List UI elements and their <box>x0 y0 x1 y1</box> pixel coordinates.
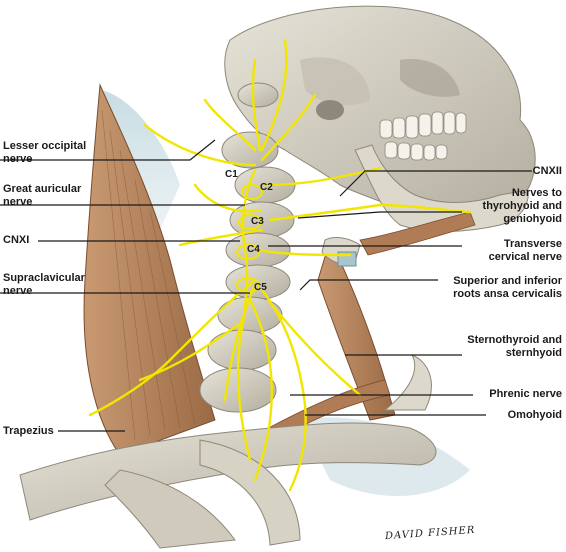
skull-orbit <box>400 59 460 97</box>
label-line: Lesser occipital <box>3 140 87 152</box>
leader-cnxii <box>339 170 532 197</box>
label-line: nerve <box>3 153 33 165</box>
scapula-acromion <box>104 469 236 549</box>
label-cnxi: CNXI <box>3 234 29 247</box>
label-line: thyrohyoid and <box>482 200 562 212</box>
label-lesser-occipital-nerve: Lesser occipital nerve <box>3 140 86 166</box>
label-line: Superior and inferior <box>453 275 562 287</box>
label-supraclavicular-nerve: Supraclavicular nerve <box>3 272 85 298</box>
skull-temporal-fossa <box>300 57 370 106</box>
cervical-plexus-nerves <box>88 38 472 492</box>
label-line: sternhyoid <box>505 347 562 359</box>
sternocleidomastoid-muscle <box>317 238 396 421</box>
label-line: Nerves to <box>511 187 562 199</box>
label-trapezius: Trapezius <box>3 425 54 438</box>
label-line: Omohyoid <box>507 409 562 421</box>
mandible <box>354 144 529 232</box>
leader-lesser-occipital <box>0 139 216 161</box>
external-auditory-meatus <box>316 100 344 120</box>
teeth <box>379 111 467 161</box>
vertebra-label-c4: C4 <box>247 244 260 255</box>
label-ansa-cervicalis-roots: Superior and inferior roots ansa cervica… <box>453 275 562 301</box>
label-line: Transverse <box>503 238 562 250</box>
label-phrenic-nerve: Phrenic nerve <box>489 388 562 401</box>
label-nerves-to-thyrohyoid-geniohyoid: Nerves to thyrohyoid and geniohyoid <box>483 187 562 226</box>
label-great-auricular-nerve: Great auricular nerve <box>3 183 81 209</box>
label-cnxii: CNXII <box>533 165 562 178</box>
label-line: Great auricular <box>3 183 82 195</box>
label-line: nerve <box>3 285 33 297</box>
sternum-manubrium <box>383 354 432 411</box>
label-sternothyroid-sternhyoid: Sternothyroid and sternhyoid <box>467 334 562 360</box>
label-omohyoid: Omohyoid <box>508 409 562 422</box>
hyoid-strap-muscle <box>359 211 476 256</box>
leader-ansa-cervicalis <box>299 279 438 291</box>
label-transverse-cervical-nerve: Transverse cervical nerve <box>489 238 562 264</box>
vertebra-label-c5: C5 <box>254 282 267 293</box>
leader-lines <box>0 139 532 432</box>
label-line: CNXII <box>532 165 562 177</box>
label-line: cervical nerve <box>488 251 562 263</box>
vertebra-label-c1: C1 <box>225 169 238 180</box>
label-line: Phrenic nerve <box>489 388 562 400</box>
vertebra-label-c2: C2 <box>260 182 273 193</box>
label-line: Supraclavicular <box>3 272 85 284</box>
leader-thyrohyoid <box>297 211 462 219</box>
label-line: geniohyoid <box>503 213 562 225</box>
label-line: CNXI <box>3 234 30 246</box>
vertebra-label-c3: C3 <box>251 216 264 227</box>
label-line: nerve <box>3 196 33 208</box>
label-line: Sternothyroid and <box>467 334 562 346</box>
nerve-loops <box>236 184 263 293</box>
label-line: roots ansa cervicalis <box>453 288 562 300</box>
label-line: Trapezius <box>3 425 54 437</box>
